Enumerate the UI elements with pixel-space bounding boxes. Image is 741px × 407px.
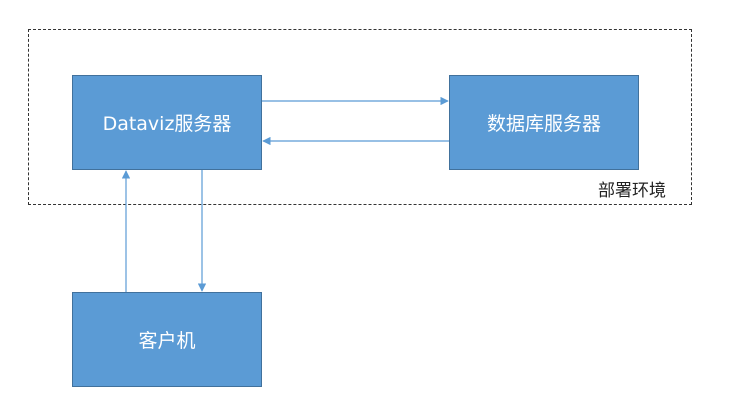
deployment-environment-boundary: [28, 29, 692, 205]
dataviz-server-node: Dataviz服务器: [72, 75, 262, 170]
database-server-node: 数据库服务器: [449, 75, 639, 170]
client-node: 客户机: [72, 292, 262, 387]
deployment-environment-label: 部署环境: [598, 181, 666, 201]
